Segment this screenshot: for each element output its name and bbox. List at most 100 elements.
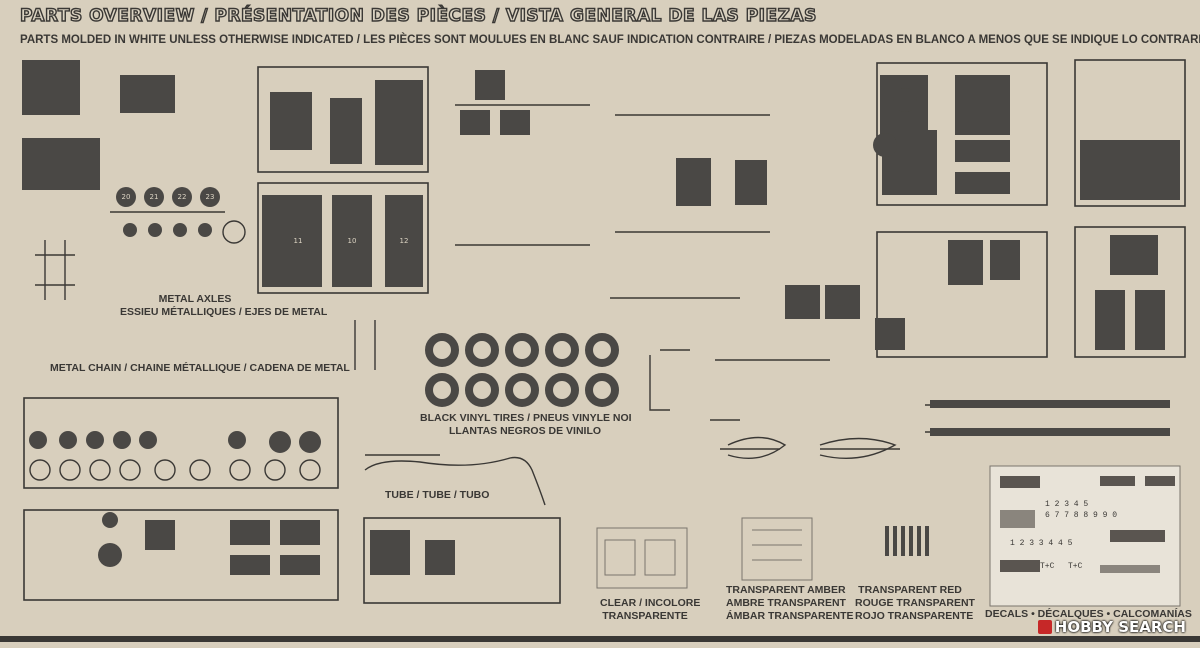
- panel-part: [145, 520, 175, 550]
- tire: [425, 333, 459, 367]
- hub: [102, 512, 118, 528]
- panel-part: [955, 172, 1010, 194]
- tire: [505, 333, 539, 367]
- bracket: [35, 240, 75, 300]
- decal-element: [1000, 510, 1035, 528]
- red-part: [909, 526, 913, 556]
- clear-part: [604, 539, 636, 576]
- drum: [893, 88, 917, 112]
- sprue-frame: [1074, 59, 1186, 207]
- disc: [299, 459, 321, 481]
- panel-part: [120, 75, 175, 113]
- frame-rail: [930, 428, 1170, 436]
- disc: [119, 459, 141, 481]
- wheel: [113, 431, 131, 449]
- panel-part: [330, 98, 362, 164]
- disc: [189, 459, 211, 481]
- wheel: [116, 187, 136, 207]
- label-amber: TRANSPARENT AMBER AMBRE TRANSPARENT ÁMBA…: [726, 584, 854, 622]
- tire: [545, 373, 579, 407]
- tire: [545, 333, 579, 367]
- disc: [264, 459, 286, 481]
- wheel: [172, 187, 192, 207]
- panel-part: [676, 158, 711, 206]
- part-number: 12: [400, 237, 409, 245]
- panel-part: [280, 555, 320, 575]
- wheel: [200, 187, 220, 207]
- red-part: [901, 526, 905, 556]
- panel-part: [230, 555, 270, 575]
- label-metal-chain: METAL CHAIN / CHAINE MÉTALLIQUE / CADENA…: [50, 362, 350, 374]
- part-number: 11: [294, 237, 303, 245]
- sprue-frame: [23, 509, 339, 601]
- decal-code: T+C: [1040, 562, 1055, 571]
- tire: [505, 373, 539, 407]
- disc: [29, 459, 51, 481]
- wheel: [59, 431, 77, 449]
- label-clear: CLEAR / INCOLORE TRANSPARENTE: [600, 597, 701, 622]
- label-tube: TUBE / TUBE / TUBO: [385, 489, 490, 501]
- drum: [830, 286, 850, 306]
- part-number: 10: [348, 237, 357, 245]
- part-number: 21: [150, 193, 159, 201]
- decal-element: [1100, 476, 1135, 486]
- frame-rail: [930, 400, 1170, 408]
- panel-part: [955, 140, 1010, 162]
- sprue-frame: [876, 62, 1048, 206]
- crossmember: [819, 437, 897, 460]
- panel-part: [262, 195, 322, 287]
- decal-element: [1145, 476, 1175, 486]
- decal-code: 1 2 3 4 5: [1045, 500, 1088, 509]
- disc: [59, 459, 81, 481]
- wheel: [144, 187, 164, 207]
- panel-part: [785, 285, 820, 319]
- bottom-rule: [0, 636, 1200, 642]
- wheel: [299, 431, 321, 453]
- wheel: [148, 223, 162, 237]
- panel-part: [955, 75, 1010, 135]
- panel-part: [460, 110, 490, 135]
- panel-part: [425, 540, 455, 575]
- red-part: [925, 526, 929, 556]
- sprue-frame: [257, 66, 429, 173]
- amber-part: [741, 517, 813, 581]
- panel-part: [500, 110, 530, 135]
- crossmember: [727, 436, 787, 459]
- disc: [89, 459, 111, 481]
- panel-part: [1110, 235, 1158, 275]
- wheel: [29, 431, 47, 449]
- star-wheel: [222, 220, 246, 244]
- wheel: [173, 223, 187, 237]
- drum: [873, 133, 897, 157]
- red-part: [893, 526, 897, 556]
- tire: [585, 333, 619, 367]
- sprue-frame: [1074, 226, 1186, 358]
- page-subtitle: PARTS MOLDED IN WHITE UNLESS OTHERWISE I…: [20, 34, 1200, 46]
- label-red: TRANSPARENT RED ROUGE TRANSPARENT ROJO T…: [855, 584, 975, 622]
- tire: [585, 373, 619, 407]
- panel-part: [22, 138, 100, 190]
- panel-part: [875, 318, 905, 350]
- hub: [98, 543, 122, 567]
- panel-part: [735, 160, 767, 205]
- red-part: [885, 526, 889, 556]
- red-part: [917, 526, 921, 556]
- hobby-search-watermark: HOBBY SEARCH: [1037, 618, 1186, 636]
- wheel: [139, 431, 157, 449]
- label-decals: DECALS • DÉCALQUES • CALCOMANÍAS: [985, 608, 1192, 620]
- panel-part: [385, 195, 423, 287]
- part-number: 23: [206, 193, 215, 201]
- panel-part: [332, 195, 372, 287]
- label-metal-axles: METAL AXLES ESSIEU MÉTALLIQUES / EJES DE…: [120, 293, 328, 318]
- disc: [154, 459, 176, 481]
- panel-part: [22, 60, 80, 115]
- tube-part: [364, 456, 546, 506]
- sprue-frame: [23, 397, 339, 489]
- clear-part: [644, 539, 676, 576]
- wheel: [86, 431, 104, 449]
- wheel: [269, 431, 291, 453]
- panel-part: [375, 80, 423, 165]
- panel-part: [1080, 140, 1180, 200]
- panel-part: [280, 520, 320, 545]
